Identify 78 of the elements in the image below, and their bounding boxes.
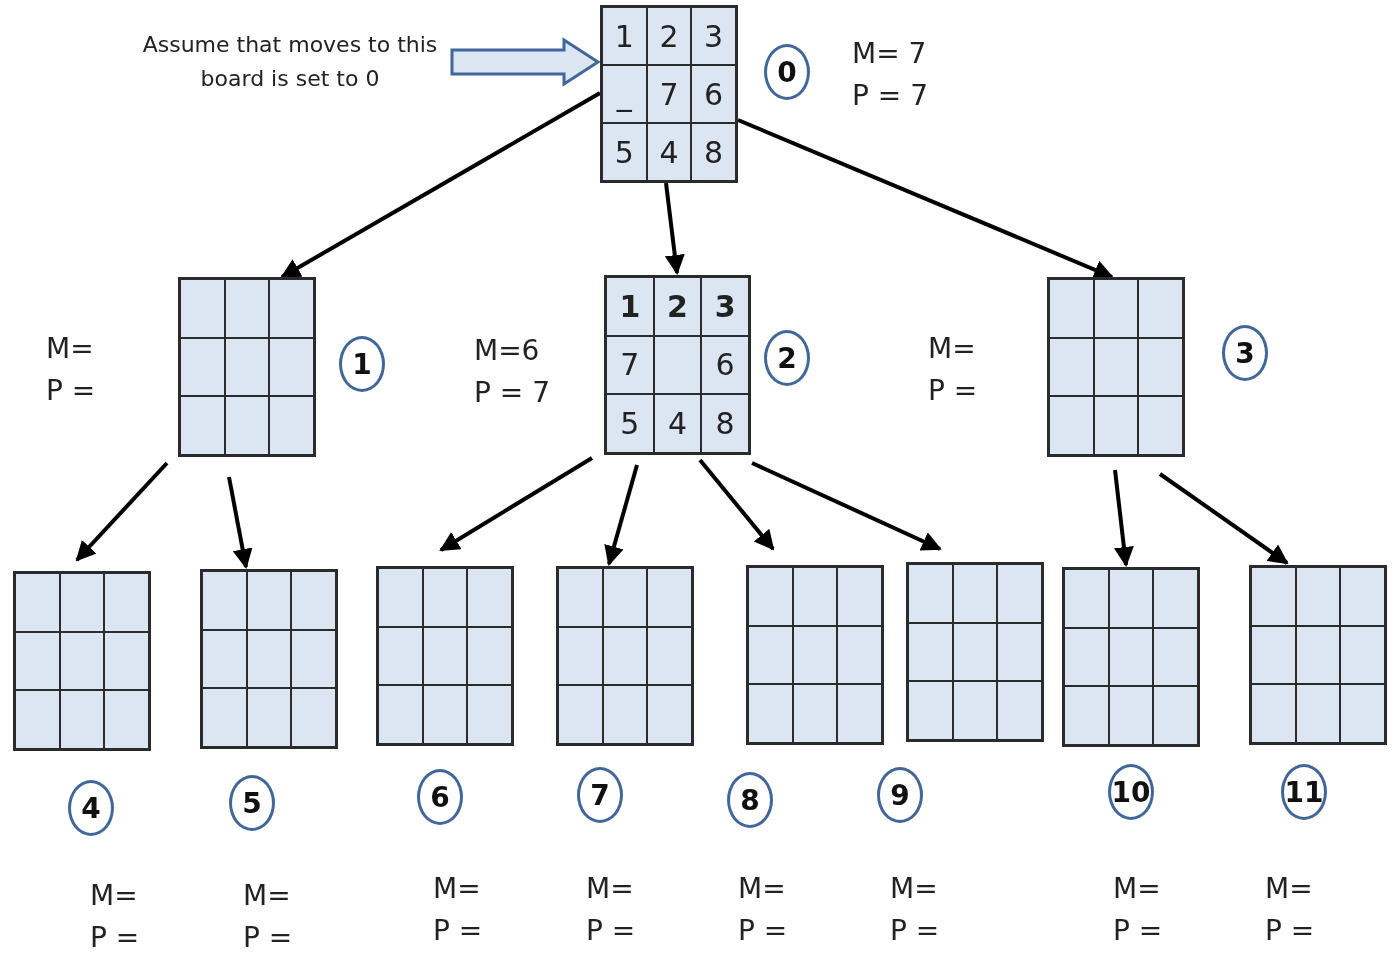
- score-text: P =: [586, 914, 636, 947]
- tile-number: 6: [704, 76, 724, 112]
- score-text: M=: [243, 879, 291, 912]
- puzzle-board: [200, 569, 338, 749]
- arrow: [280, 91, 601, 279]
- block-arrow: [450, 37, 601, 87]
- tile-number: 1: [614, 18, 634, 54]
- arrow: [751, 461, 942, 551]
- tile-number: 3: [704, 18, 724, 54]
- node-number: 11: [1281, 764, 1327, 820]
- tile-number: 3: [714, 288, 736, 324]
- score-text: M=: [586, 872, 634, 905]
- tile-number: 6: [715, 347, 735, 383]
- node-number: 7: [577, 767, 623, 823]
- score-text: P =: [1113, 914, 1163, 947]
- node-number: 9: [877, 767, 923, 823]
- node-number: 0: [764, 44, 810, 100]
- tile-number: 2: [659, 18, 679, 54]
- puzzle-board: [600, 5, 738, 183]
- score-text: M=6: [474, 334, 540, 367]
- node-number: 2: [764, 330, 810, 386]
- puzzle-board: [376, 566, 514, 746]
- puzzle-board: [556, 566, 694, 746]
- arrow: [75, 461, 169, 562]
- arrow: [664, 182, 685, 275]
- tile-number: 4: [659, 134, 679, 170]
- note-text: Assume that moves to this board is set to 0: [130, 28, 450, 96]
- score-text: M=: [433, 872, 481, 905]
- score-text: P =: [1265, 914, 1315, 947]
- node-number: 8: [727, 772, 773, 828]
- tile-number: 8: [704, 134, 724, 170]
- arrow: [604, 464, 639, 566]
- score-text: M=: [890, 872, 938, 905]
- puzzle-board: [178, 277, 316, 457]
- score-text: P = 7: [852, 79, 928, 112]
- arrow: [698, 458, 775, 551]
- score-text: P =: [890, 914, 940, 947]
- node-number: 10: [1108, 764, 1154, 820]
- tile-number: 7: [620, 347, 640, 383]
- score-text: M=: [928, 332, 976, 365]
- arrow: [1158, 472, 1289, 565]
- node-number: 5: [229, 775, 275, 831]
- score-text: P =: [928, 374, 978, 407]
- tile-number: 1: [619, 288, 641, 324]
- puzzle-board: [1047, 277, 1185, 457]
- score-text: M=: [1265, 872, 1313, 905]
- tile-number: 5: [614, 134, 634, 170]
- puzzle-board: [746, 565, 884, 745]
- arrow: [737, 118, 1114, 280]
- tile-number: _: [616, 76, 632, 112]
- score-text: P =: [90, 921, 140, 954]
- arrow: [1113, 469, 1134, 567]
- score-text: P =: [46, 374, 96, 407]
- score-text: P =: [433, 914, 483, 947]
- puzzle-board: [906, 562, 1044, 742]
- score-text: P = 7: [474, 376, 550, 409]
- arrow: [439, 456, 594, 552]
- puzzle-board: [1249, 565, 1387, 745]
- puzzle-board: [13, 571, 151, 751]
- tile-number: 8: [715, 406, 735, 442]
- score-text: M=: [46, 332, 94, 365]
- score-text: M=: [738, 872, 786, 905]
- score-text: P =: [738, 914, 788, 947]
- score-text: M= 7: [852, 37, 927, 70]
- tile-number: 2: [667, 288, 688, 324]
- score-text: M=: [1113, 872, 1161, 905]
- node-number: 6: [417, 769, 463, 825]
- node-number: 1: [339, 336, 385, 392]
- node-number: 3: [1222, 325, 1268, 381]
- tile-number: 7: [659, 76, 679, 112]
- arrow: [227, 476, 253, 569]
- tile-number: 5: [620, 406, 640, 442]
- tile-number: 4: [667, 406, 688, 442]
- score-text: P =: [243, 921, 293, 954]
- score-text: M=: [90, 879, 138, 912]
- puzzle-board: [604, 275, 751, 455]
- node-number: 4: [68, 780, 114, 836]
- puzzle-board: [1062, 567, 1200, 747]
